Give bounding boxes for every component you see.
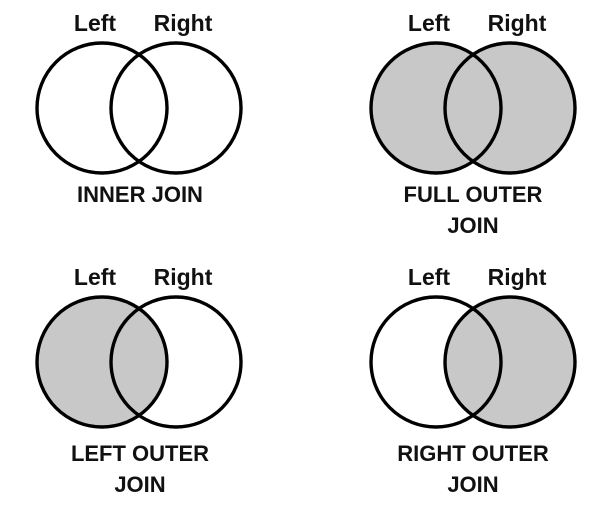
right-outer-join-caption-line-2: JOIN bbox=[447, 472, 498, 497]
left-outer-join-panel: Left Right LEFT OUTER JOIN bbox=[35, 264, 243, 497]
right-outer-join-right-circle bbox=[443, 295, 577, 429]
right-outer-join-right-shade bbox=[445, 297, 575, 427]
right-outer-join-right-label: Right bbox=[488, 264, 547, 290]
full-outer-join-caption-line-1: FULL OUTER bbox=[404, 182, 543, 207]
inner-join-right-label: Right bbox=[154, 10, 213, 36]
full-outer-join-right-label: Right bbox=[488, 10, 547, 36]
left-outer-join-left-label: Left bbox=[74, 264, 117, 290]
left-outer-join-left-circle bbox=[35, 295, 169, 429]
left-outer-join-right-label: Right bbox=[154, 264, 213, 290]
right-outer-join-caption-line-1: RIGHT OUTER bbox=[397, 441, 549, 466]
right-outer-join-panel: Left Right RIGHT OUTER JOIN bbox=[369, 264, 577, 497]
full-outer-join-caption-line-2: JOIN bbox=[447, 213, 498, 238]
full-outer-join-right-shade bbox=[445, 43, 575, 173]
full-outer-join-left-label: Left bbox=[408, 10, 451, 36]
left-outer-join-caption-line-2: JOIN bbox=[114, 472, 165, 497]
inner-join-caption: INNER JOIN bbox=[77, 182, 203, 207]
right-outer-join-left-circle bbox=[369, 295, 503, 429]
right-outer-join-left-label: Left bbox=[408, 264, 451, 290]
inner-join-right-circle bbox=[109, 41, 243, 175]
full-outer-join-right-circle bbox=[443, 41, 577, 175]
left-outer-join-right-circle bbox=[109, 295, 243, 429]
inner-join-left-circle bbox=[35, 41, 169, 175]
inner-join-panel: Left Right INNER JOIN bbox=[35, 10, 243, 207]
inner-join-left-label: Left bbox=[74, 10, 117, 36]
left-outer-join-caption-line-1: LEFT OUTER bbox=[71, 441, 209, 466]
full-outer-join-panel: Left Right FULL OUTER JOIN bbox=[369, 10, 577, 238]
full-outer-join-left-circle bbox=[369, 41, 503, 175]
left-outer-join-left-shade bbox=[37, 297, 167, 427]
